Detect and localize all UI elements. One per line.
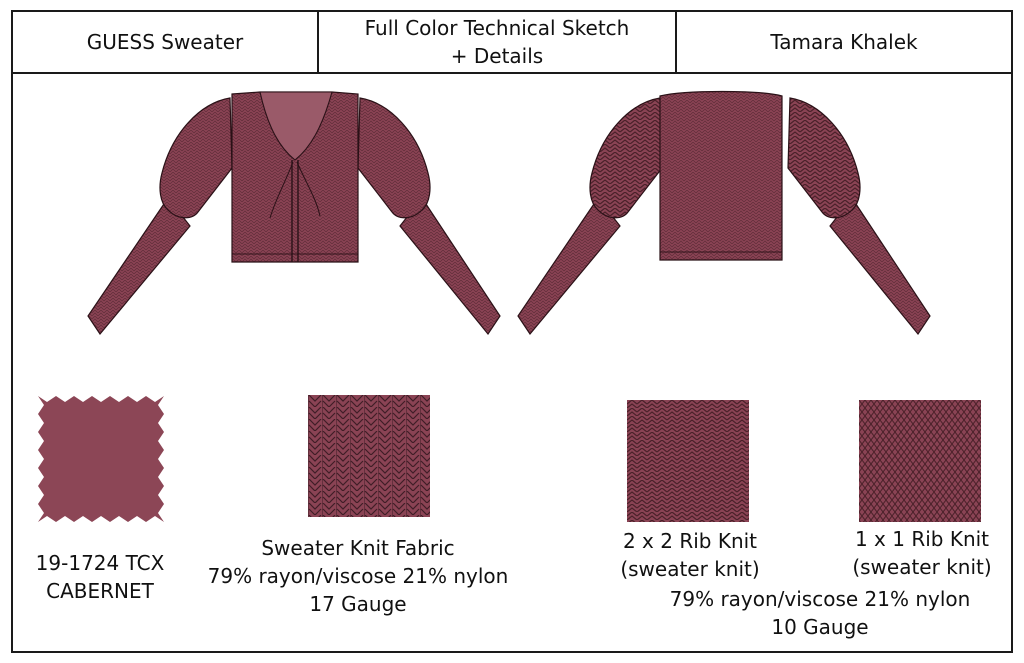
rib-1x1-swatch (859, 400, 981, 522)
color-code: 19-1724 TCX (35, 551, 165, 575)
sweater-knit-swatch (308, 395, 430, 517)
back-sketch (517, 90, 931, 336)
rib-2x2-swatch (627, 400, 749, 522)
rib-gauge: 10 Gauge (771, 615, 869, 639)
rib-content: 79% rayon/viscose 21% nylon (669, 587, 971, 611)
fabric-name: Sweater Knit Fabric (261, 536, 455, 560)
rib-2x2-label: 2 x 2 Rib Knit (sweater knit) (600, 527, 780, 583)
designer-cell: Tamara Khalek (677, 12, 1011, 72)
color-name: CABERNET (46, 579, 154, 603)
rib-2x2-name: 2 x 2 Rib Knit (622, 529, 758, 553)
header-row: GUESS Sweater Full Color Technical Sketc… (13, 12, 1011, 74)
designer-name: Tamara Khalek (770, 30, 918, 54)
front-sketch (87, 91, 501, 336)
rib-shared-label: 79% rayon/viscose 21% nylon 10 Gauge (660, 585, 980, 641)
rib-1x1-type: (sweater knit) (852, 555, 992, 579)
color-swatch-label: 19-1724 TCX CABERNET (10, 549, 190, 605)
rib-2x2-type: (sweater knit) (620, 557, 760, 581)
fabric-swatch-label: Sweater Knit Fabric 79% rayon/viscose 21… (198, 534, 518, 618)
fabric-gauge: 17 Gauge (309, 592, 407, 616)
rib-1x1-name: 1 x 1 Rib Knit (854, 527, 990, 551)
sheet-title-line2: + Details (450, 44, 544, 68)
tech-pack-sheet: GUESS Sweater Full Color Technical Sketc… (11, 10, 1013, 653)
style-name-cell: GUESS Sweater (13, 12, 319, 72)
sheet-title-cell: Full Color Technical Sketch + Details (319, 12, 677, 72)
style-name: GUESS Sweater (86, 30, 244, 54)
rib-1x1-label: 1 x 1 Rib Knit (sweater knit) (832, 525, 1012, 581)
sheet-title-line1: Full Color Technical Sketch (364, 16, 630, 40)
cabernet-color-swatch (38, 396, 164, 522)
fabric-content: 79% rayon/viscose 21% nylon (207, 564, 509, 588)
